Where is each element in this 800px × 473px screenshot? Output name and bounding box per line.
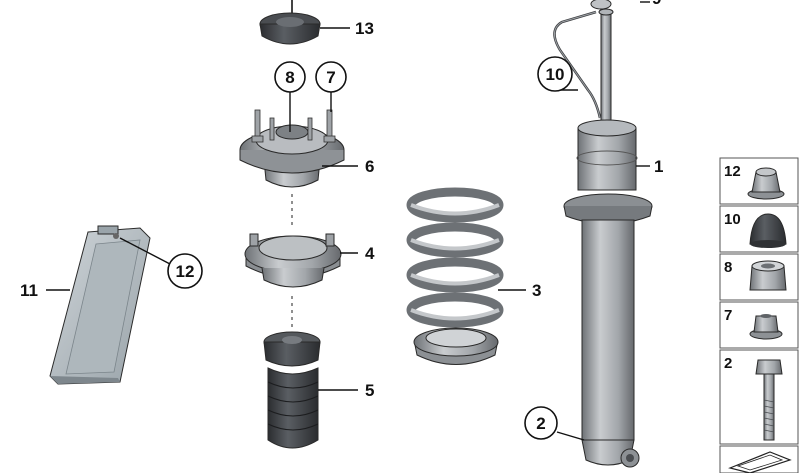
legend-tile-8-label: 8 — [724, 259, 732, 276]
legend-tile-footer — [719, 445, 799, 473]
hex-nut-icon — [749, 314, 783, 340]
collar-nut-icon — [749, 260, 787, 291]
callout-4: 4 — [365, 244, 375, 263]
callout-2-label: 2 — [536, 414, 545, 433]
callout-11-label: 11 — [20, 281, 38, 300]
callout-1: 1 — [654, 157, 663, 176]
small-parts-legend: 12 10 8 7 — [719, 157, 799, 473]
shim-plate-icon — [728, 451, 792, 473]
callout-9-label: 9 — [652, 0, 661, 8]
callout-9: 9 — [652, 0, 661, 8]
legend-tile-12-label: 12 — [724, 163, 741, 180]
callout-10: 10 — [537, 56, 573, 92]
callout-6: 6 — [365, 157, 374, 176]
legend-tile-8: 8 — [719, 253, 799, 301]
legend-tile-2: 2 — [719, 349, 799, 445]
callout-4-label: 4 — [365, 244, 375, 263]
callout-13-label: 13 — [355, 19, 374, 38]
callout-7-label: 7 — [326, 68, 335, 87]
legend-tile-10-label: 10 — [724, 211, 741, 228]
part-3-coil-spring — [406, 187, 504, 365]
flange-nut-icon — [747, 167, 785, 200]
callout-1-label: 1 — [654, 157, 663, 176]
leader-lines — [46, 1, 650, 441]
part-11-control-module — [49, 225, 151, 385]
legend-tile-12: 12 — [719, 157, 799, 205]
callout-5-label: 5 — [365, 381, 374, 400]
part-4-spring-seat — [244, 233, 342, 330]
part-13-top-cap — [259, 0, 321, 45]
rubber-cap-icon — [749, 213, 787, 248]
callout-6-label: 6 — [365, 157, 374, 176]
hex-bolt-icon — [755, 359, 783, 441]
callout-8: 8 — [274, 61, 306, 93]
callout-5: 5 — [365, 381, 374, 400]
callout-11: 11 — [20, 281, 38, 300]
callout-2: 2 — [524, 406, 558, 440]
callout-12-label: 12 — [176, 262, 195, 281]
part-1-shock-absorber — [553, 0, 653, 468]
callout-3-label: 3 — [532, 281, 541, 300]
legend-tile-7-label: 7 — [724, 307, 732, 324]
part-6-strut-mount — [239, 109, 345, 228]
callout-10-label: 10 — [546, 65, 565, 84]
callout-7: 7 — [315, 61, 347, 93]
part-5-bump-stop-boot — [263, 331, 321, 449]
callout-3: 3 — [532, 281, 541, 300]
legend-tile-10: 10 — [719, 205, 799, 253]
callout-8-label: 8 — [285, 68, 294, 87]
legend-tile-7: 7 — [719, 301, 799, 349]
legend-tile-2-label: 2 — [724, 355, 732, 372]
callout-12: 12 — [167, 253, 203, 289]
callout-13: 13 — [355, 19, 374, 38]
